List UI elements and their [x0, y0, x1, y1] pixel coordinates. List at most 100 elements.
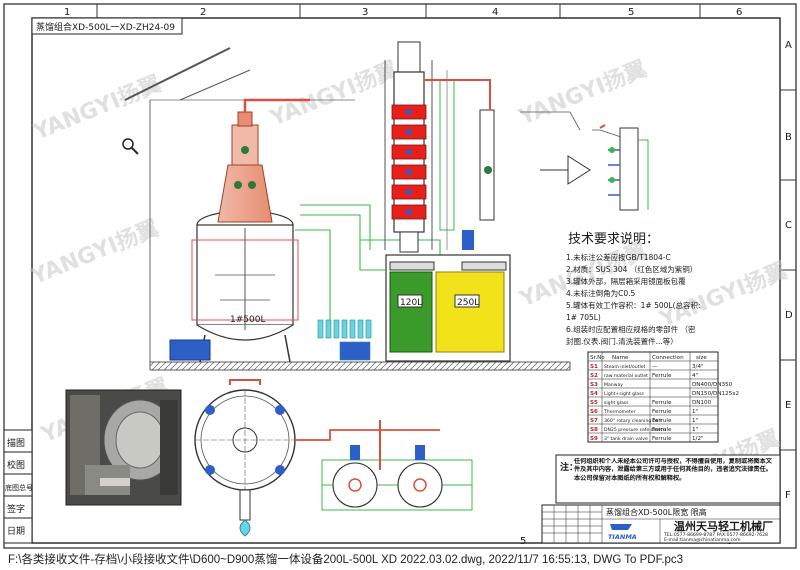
copper-helmet [217, 98, 310, 223]
parts-cell: S2 [590, 373, 598, 379]
parts-cell: 1/2" [692, 436, 704, 442]
tech-req-item-2: 2.材质：SUS 304 （红色区域为紫铜） [566, 264, 697, 274]
row-markers-right: A B C D E F [780, 40, 796, 501]
parts-cell: DN400/DN350 [692, 382, 733, 388]
tech-req-item-6: 1# 705L) [566, 313, 601, 322]
parts-cell: S1 [590, 364, 598, 370]
parts-cell: S4 [590, 391, 598, 397]
col-marker-2: 2 [200, 7, 206, 18]
notice-text: 任何组织和个人未经本公司许可与授权，不得擅自使用，复制或将图本文件及其中内容，泄… [574, 458, 772, 482]
company-name: 温州天马轻工机械厂 [674, 519, 773, 533]
magnifier-icon[interactable] [122, 138, 139, 155]
parts-cell: 1" [692, 427, 699, 433]
parts-cell: S6 [590, 409, 598, 415]
parts-header-size: size [696, 355, 707, 361]
tank3-label: 250L [457, 298, 479, 308]
equipment-photo [65, 389, 182, 506]
col-marker-3: 3 [362, 7, 368, 18]
row-marker-e: E [785, 400, 791, 411]
title-block: 蒸馏组合XD-500L限宽 限高 TIANMA 温州天马轻工机械厂 TEL:05… [541, 504, 781, 544]
parts-cell: S8 [590, 427, 598, 433]
parts-cell: Ferrule [652, 427, 672, 433]
notice-label: 注： [560, 461, 578, 473]
watermark-4: YANGYI扬翼 [27, 216, 162, 290]
tech-req-item-8: 封圈.仪表.阀门.清洗装置件...等） [566, 336, 678, 346]
side-label-3: 底图总号 [5, 483, 33, 492]
side-label-strip: 描图 校图 底图总号 签字 日期 [3, 429, 33, 544]
side-label-4: 签字 [7, 503, 25, 515]
parts-cell: DN100 [692, 400, 712, 406]
top-title-text: 蒸馏组合XD-500L一XD-ZH24-09 [36, 21, 175, 33]
tank2-label: 120L [400, 298, 422, 308]
parts-cell: DN150/DN125x2 [692, 391, 739, 397]
parts-cell: raw material outlet [604, 373, 648, 379]
notice-box: 注： 任何组织和个人未经本公司许可与授权，不得擅自使用，复制或将图本文件及其中内… [555, 454, 781, 504]
parts-cell: S7 [590, 418, 598, 424]
tech-req-item-1: 1.未标注公差应按GB/T1804-C [566, 252, 671, 262]
watermark-3: YANGYI扬翼 [515, 57, 650, 131]
col-marker-6: 6 [736, 7, 742, 18]
elevation-view: 1#500L [122, 41, 571, 371]
outer-frame [3, 3, 797, 549]
row-marker-b: B [785, 132, 792, 143]
parts-cell: Steam inlet/outlet [604, 364, 646, 370]
tech-requirements: 技术要求说明： 1.未标注公差应按GB/T1804-C 2.材质：SUS 304… [566, 232, 701, 346]
row-marker-d: D [785, 310, 793, 321]
inner-frame [31, 17, 781, 544]
parts-cell: S3 [590, 382, 598, 388]
row-marker-c: C [785, 220, 792, 231]
parts-cell: sight glass [604, 400, 629, 406]
ground-base [149, 361, 571, 371]
side-label-2: 校图 [7, 459, 25, 471]
bottle-rack [317, 319, 372, 361]
parts-cell: 1" [692, 418, 699, 424]
green-pipework [295, 204, 441, 330]
tianma-logo-icon: TIANMA [606, 522, 656, 541]
parts-cell: Ferrule [652, 409, 672, 415]
parts-header-name: Name [612, 355, 629, 361]
detail-view [520, 111, 649, 211]
company-email: E-mail:tianma@chinatianma.com [664, 537, 741, 543]
parts-cell: 3/4" [692, 364, 704, 370]
row-marker-a: A [785, 40, 792, 51]
collection-tanks: 120L 250L [385, 254, 511, 362]
parts-cell: Ferrule [652, 436, 672, 442]
status-bar: F:\各类接收文件-存档\小段接收文件\D600~D900蒸馏一体设备200L-… [0, 551, 800, 570]
parts-cell: Ferrule [652, 418, 672, 424]
side-label-1: 描图 [7, 437, 25, 449]
tech-req-item-7: 6.组装时应配置相应规格的零部件 （密 [566, 324, 696, 334]
parts-header-no: Sr.No [590, 355, 605, 361]
logo-text: TIANMA [608, 533, 637, 541]
tech-req-item-3: 3.罐体外部，隔层箱采用镜面板包覆 [566, 276, 686, 286]
tank3-yellow [435, 271, 505, 353]
parts-cell: Ferrule [652, 373, 672, 379]
distillation-column [384, 41, 495, 253]
pot-still-tank: 1#500L [169, 210, 299, 363]
watermark-2: YANGYI扬翼 [266, 58, 401, 132]
parts-cell: 1" [692, 409, 699, 415]
parts-cell: S9 [590, 436, 598, 442]
tech-req-heading: 技术要求说明： [568, 232, 659, 247]
parts-cell: DN25 pressure safe device [604, 427, 666, 433]
parts-header-connection: Connection [652, 355, 684, 361]
parts-cell: 360° rotary cleaning ball [604, 418, 661, 424]
parts-cell: Light+sight glass [604, 391, 644, 397]
parts-cell: Ferrule [652, 400, 672, 406]
col-marker-1: 1 [64, 7, 70, 18]
tech-req-item-4: 4.未标注倒角为C0.5 [566, 288, 636, 298]
col-marker-bottom-5: 5 [520, 536, 526, 547]
parts-cell: S5 [590, 400, 598, 406]
plan-view [194, 379, 473, 537]
col-marker-5: 5 [628, 7, 634, 18]
watermark-1: YANGYI扬翼 [29, 72, 164, 146]
tank1-label: 1#500L [230, 315, 265, 325]
parts-cell: Manway [604, 382, 623, 388]
col-marker-4: 4 [492, 7, 498, 18]
parts-cell: Thermometer [603, 409, 636, 415]
tank2-green [389, 271, 433, 353]
top-title-tag: 蒸馏组合XD-500L一XD-ZH24-09 [31, 17, 183, 35]
parts-cell: 4" [692, 373, 699, 379]
status-file-path: F:\各类接收文件-存档\小段接收文件\D600~D900蒸馏一体设备200L-… [8, 554, 684, 566]
title-drawing-name: 蒸馏组合XD-500L限宽 限高 [606, 507, 707, 517]
